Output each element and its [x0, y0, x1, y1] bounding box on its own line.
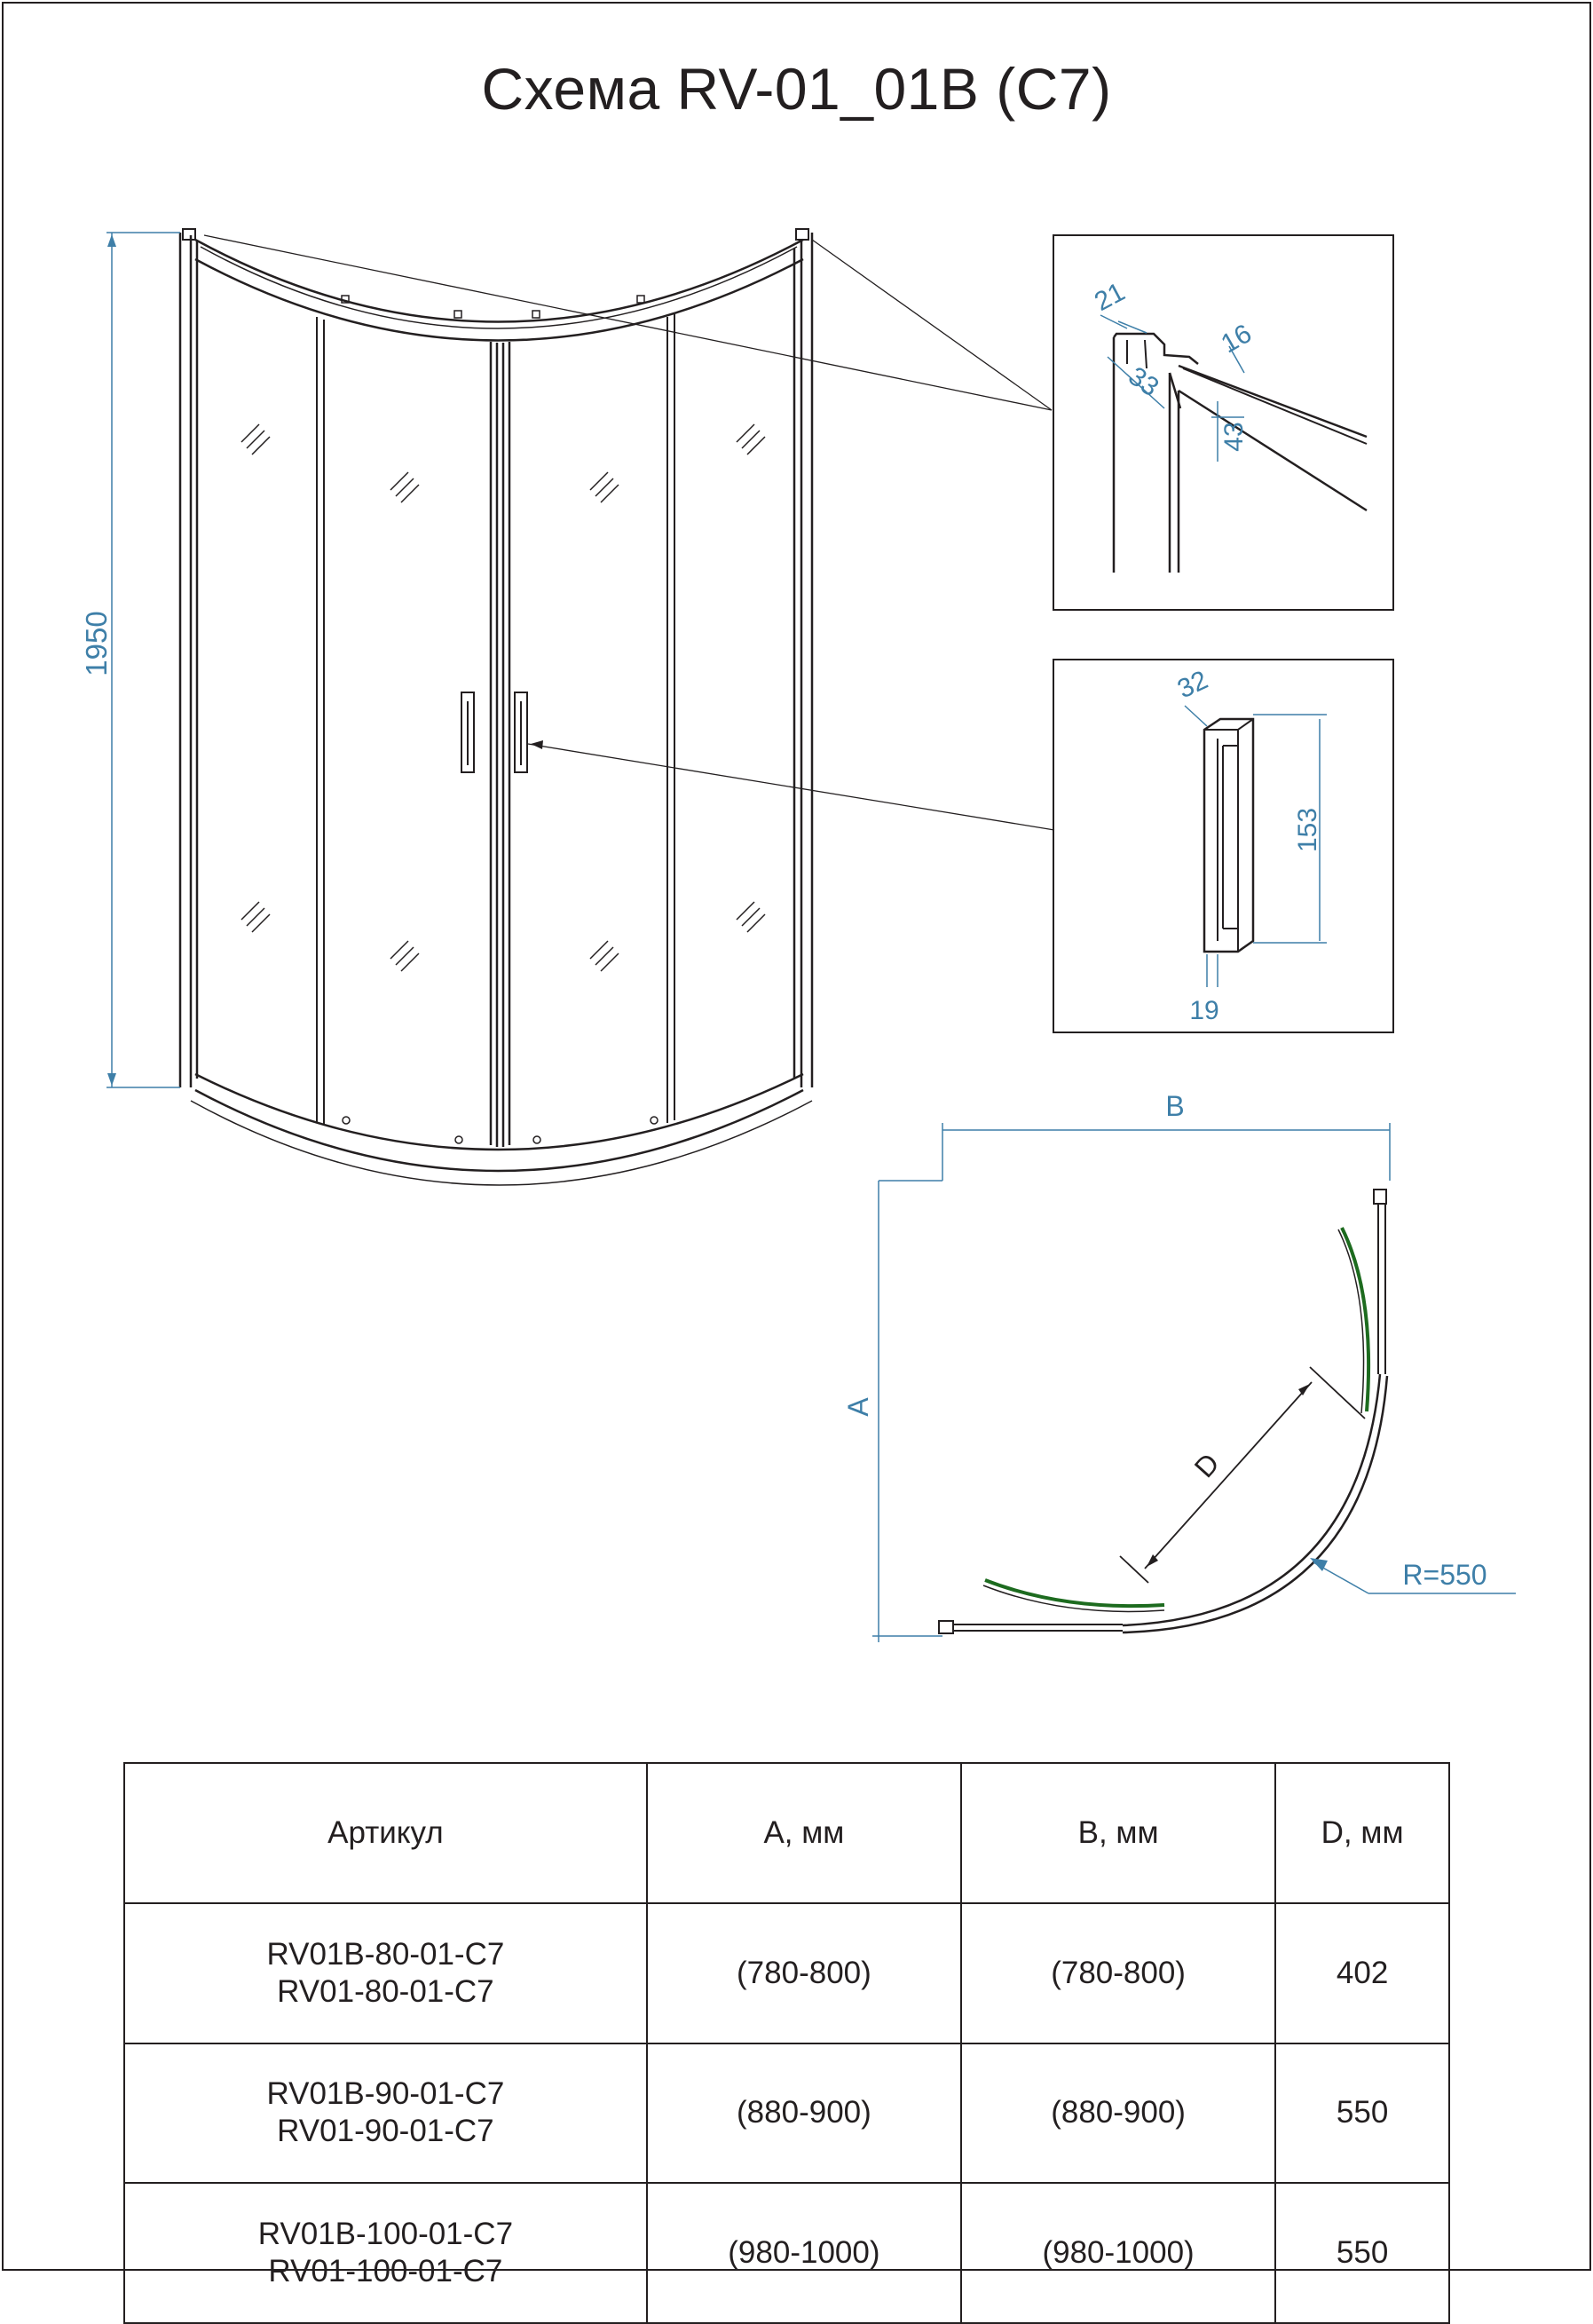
a-cell: (880-900) — [645, 2042, 963, 2185]
handle-dim-153: 153 — [1293, 808, 1322, 852]
article-cell: RV01B-100-01-C7 RV01-100-01-C7 — [123, 2182, 648, 2324]
plan-dim-a: A — [842, 1397, 874, 1417]
technical-drawing: 1950 21 33 16 43 — [2, 2, 1591, 2271]
plan-view: B A D — [842, 1090, 1516, 1642]
plan-radius-label: R=550 — [1402, 1559, 1487, 1591]
profile-dim-33: 33 — [1123, 361, 1163, 402]
table-row: RV01B-100-01-C7 RV01-100-01-C7 (980-1000… — [123, 2182, 1450, 2324]
table-row: RV01B-80-01-C7 RV01-80-01-C7 (780-800) (… — [123, 1901, 1450, 2044]
header-article: Артикул — [123, 1762, 648, 1904]
handle-detail: 32 153 19 — [1053, 659, 1394, 1033]
handle-dim-32: 32 — [1173, 665, 1212, 704]
plan-dim-b: B — [1165, 1090, 1184, 1122]
rail-dim-43: 43 — [1219, 422, 1249, 451]
article-code: RV01-100-01-C7 — [268, 2254, 503, 2289]
cabin-perspective: 1950 — [80, 228, 1055, 1186]
article-code: RV01B-90-01-C7 — [266, 2076, 505, 2112]
article-cell: RV01B-80-01-C7 RV01-80-01-C7 — [123, 1901, 648, 2044]
handle-dim-19: 19 — [1189, 996, 1218, 1025]
b-cell: (880-900) — [959, 2042, 1277, 2185]
table-row: RV01B-90-01-C7 RV01-90-01-C7 (880-900) (… — [123, 2042, 1450, 2185]
rail-dim-16: 16 — [1217, 319, 1257, 359]
article-cell: RV01B-90-01-C7 RV01-90-01-C7 — [123, 2042, 648, 2185]
b-cell: (780-800) — [959, 1901, 1277, 2044]
article-code: RV01-90-01-C7 — [277, 2114, 494, 2149]
profile-dim-21: 21 — [1090, 277, 1130, 317]
profile-detail: 21 33 16 43 — [1053, 234, 1394, 611]
table-header-row: Артикул A, мм B, мм D, мм — [123, 1762, 1450, 1904]
b-cell: (980-1000) — [959, 2182, 1277, 2324]
article-code: RV01B-100-01-C7 — [257, 2217, 514, 2252]
article-code: RV01-80-01-C7 — [277, 1973, 494, 2009]
article-code: RV01B-80-01-C7 — [266, 1936, 505, 1972]
plan-dim-d: D — [1188, 1447, 1226, 1483]
d-cell: 550 — [1274, 2182, 1450, 2324]
header-a: A, мм — [645, 1762, 963, 1904]
spec-table: Артикул A, мм B, мм D, мм RV01B-80-01-C7… — [123, 1762, 1450, 2324]
d-cell: 402 — [1274, 1901, 1450, 2044]
page-title: Схема RV-01_01B (C7) — [481, 56, 1112, 122]
header-b: B, мм — [959, 1762, 1277, 1904]
a-cell: (980-1000) — [645, 2182, 963, 2324]
d-cell: 550 — [1274, 2042, 1450, 2185]
a-cell: (780-800) — [645, 1901, 963, 2044]
header-d: D, мм — [1274, 1762, 1450, 1904]
height-dimension-label: 1950 — [80, 611, 113, 676]
